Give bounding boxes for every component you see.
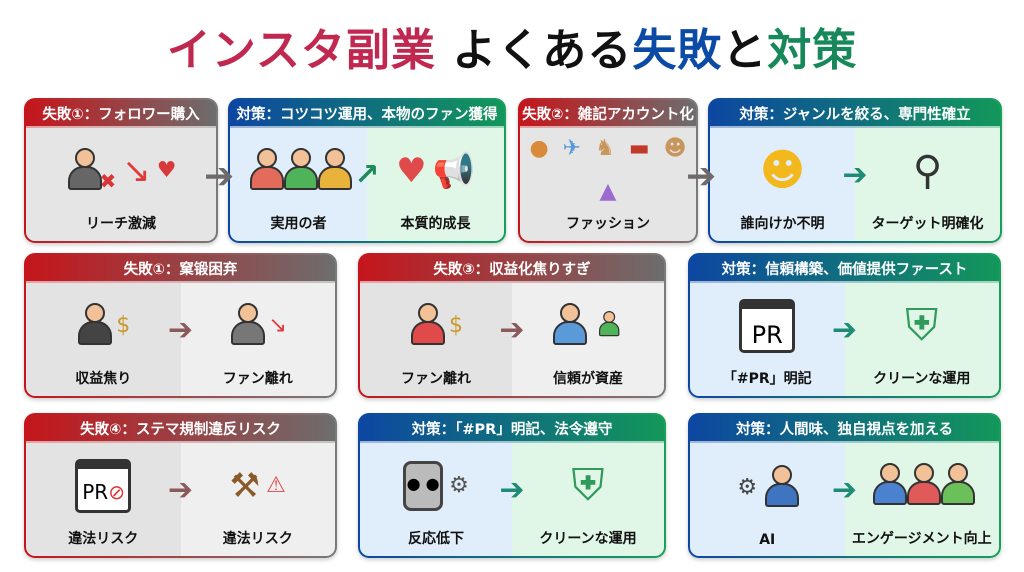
arrow-right-icon: ➔ (499, 312, 525, 348)
panel-label: 信頼が資産 (553, 371, 623, 387)
money-bag-icon: $ (116, 312, 131, 338)
robot-icon: ● ● (403, 460, 444, 511)
megaphone-icon: 📢 (432, 150, 475, 191)
card-human-touch: 対策：人間味、独自視点を加える ⚙ AI エンゲージメント向上 ➔ (688, 413, 1001, 558)
arrow-right-icon: ➔ (842, 157, 868, 193)
shield-thumbs-up-icon: ⛨ (905, 299, 939, 351)
broken-heart-icon: ♥ (156, 157, 177, 183)
card-header: 失敗④：ステマ規制違反リスク (26, 415, 335, 443)
panel-label: ファン離れ (401, 371, 471, 387)
arrow-right-icon: ➔ (831, 312, 858, 348)
card-narrow-genre: 対策：ジャンルを絞る、専門性確立 ☻ 誰向けか不明 ⚲ ターゲット明確化 ➔ (708, 98, 1002, 243)
card-header: 対策：コツコツ運用、本物のファン獲得 (230, 100, 504, 128)
card-header: 対策：「#PR」明記、法令遵守 (360, 415, 664, 443)
gear-icon: ⚙ (449, 472, 469, 498)
panel-label: クリーンな運用 (539, 531, 637, 547)
dog-icon: ♞ (595, 135, 615, 161)
thinking-face-icon: ☻ (759, 144, 806, 196)
magnifier-icon: ⚲ (912, 147, 943, 194)
card-header: 対策：ジャンルを絞る、専門性確立 (710, 100, 1000, 128)
card-fail-1b: 失敗①：窠锻困弃 $ 収益焦り ↘ ファン離れ ➔ (24, 253, 337, 398)
chasing-person-icon (229, 302, 265, 349)
panel-label: 実用の者 (270, 216, 327, 232)
panel-label: 違法リスク (68, 531, 139, 547)
panel-label: 収益焦り (75, 371, 132, 387)
money-bag-icon: $ (449, 312, 463, 338)
page-title: インスタ副業 よくある失敗と対策 (166, 25, 858, 76)
pr-window-icon: PR (739, 298, 796, 353)
down-arrow-icon: ↘ (122, 150, 151, 191)
up-arrow-icon: ↗ (354, 157, 380, 193)
card-pr-compliance: 対策：「#PR」明記、法令遵守 ● ●⚙ 反応低下 ⛨ クリーンな運用 ➔ (358, 413, 666, 558)
card-monetization-rush: 失敗③：収益化焦りすぎ $ ファン離れ 信頼が資産 ➔ (358, 253, 666, 398)
gear-icon: ⚙ (737, 474, 758, 500)
panel-label: ターゲット明確化 (871, 216, 984, 232)
card-header: 失敗③：収益化焦りすぎ (360, 255, 664, 283)
card-header: 対策：信頼構築、価値提供ファースト (690, 255, 999, 283)
panel-label: AI (759, 532, 776, 548)
panel-label: エンゲージメント向上 (851, 531, 992, 547)
community-icon (248, 147, 352, 194)
pr-prohibited-icon: PR⊘ (75, 458, 132, 513)
warning-icon: ⚠ (266, 472, 286, 498)
card-steady-operation: 対策：コツコツ運用、本物のファン獲得 実用の者 ♥📢 本質的成長 ↗ (228, 98, 506, 243)
card-miscellaneous-account: 失敗②：雑記アカウント化 ● ✈ ♞ ▬ ☻ ▲ ファッション (518, 98, 698, 243)
panel-label: 「#PR」明記 (722, 371, 812, 387)
panel-label: 誰向けか不明 (740, 216, 825, 232)
panel-label: ファン離れ (222, 371, 293, 387)
heart-icon: ♥ (396, 150, 427, 191)
food-icon: ● (529, 135, 549, 161)
arrow-right-icon: ➔ (167, 472, 194, 508)
flow-arrow-icon: ➔ (204, 156, 235, 197)
arrow-right-icon: ➔ (831, 472, 858, 508)
burger-icon: ▬ (628, 135, 650, 161)
panel-label: ファッション (566, 216, 650, 232)
card-follower-purchase: 失敗①：フォロワー購入 ✖ ↘ ♥ リーチ激減 (24, 98, 218, 243)
panel-label: 違法リスク (222, 531, 293, 547)
group-icon (591, 303, 625, 349)
happy-group-icon (871, 462, 975, 509)
panel-label: 反応低下 (408, 531, 464, 547)
shield-thumbs-up-icon: ⛨ (571, 459, 605, 511)
businessman-icon (551, 302, 587, 349)
people-x-icon: ✖ (66, 147, 116, 194)
card-header: 失敗①：窠锻困弃 (26, 255, 335, 283)
card-trust-building: 対策：信頼構築、価値提供ファースト PR 「#PR」明記 ⛨ クリーンな運用 ➔ (688, 253, 1001, 398)
running-person-icon (409, 302, 445, 349)
panel-label: 本質的成長 (400, 216, 471, 232)
flow-arrow-icon: ➔ (686, 156, 717, 197)
down-arrow-icon: ↘ (268, 312, 287, 338)
worried-person-icon (76, 302, 113, 349)
gavel-icon: ⚒ (229, 465, 261, 506)
card-header: 失敗①：フォロワー購入 (26, 100, 216, 128)
arrow-right-icon: ➔ (499, 472, 525, 508)
puppy-icon: ☻ (663, 135, 687, 161)
card-stealth-marketing: 失敗④：ステマ規制違反リスク PR⊘ 違法リスク ⚒⚠ 違法リスク ➔ (24, 413, 337, 558)
card-header: 対策：人間味、独自視点を加える (690, 415, 999, 443)
ai-person-laptop-icon (763, 464, 800, 511)
dress-icon: ▲ (599, 179, 617, 205)
plane-icon: ✈ (562, 135, 582, 161)
card-header: 失敗②：雑記アカウント化 (520, 100, 696, 128)
panel-label: クリーンな運用 (873, 371, 971, 387)
panel-label: リーチ激減 (86, 216, 156, 232)
arrow-right-icon: ➔ (167, 312, 194, 348)
